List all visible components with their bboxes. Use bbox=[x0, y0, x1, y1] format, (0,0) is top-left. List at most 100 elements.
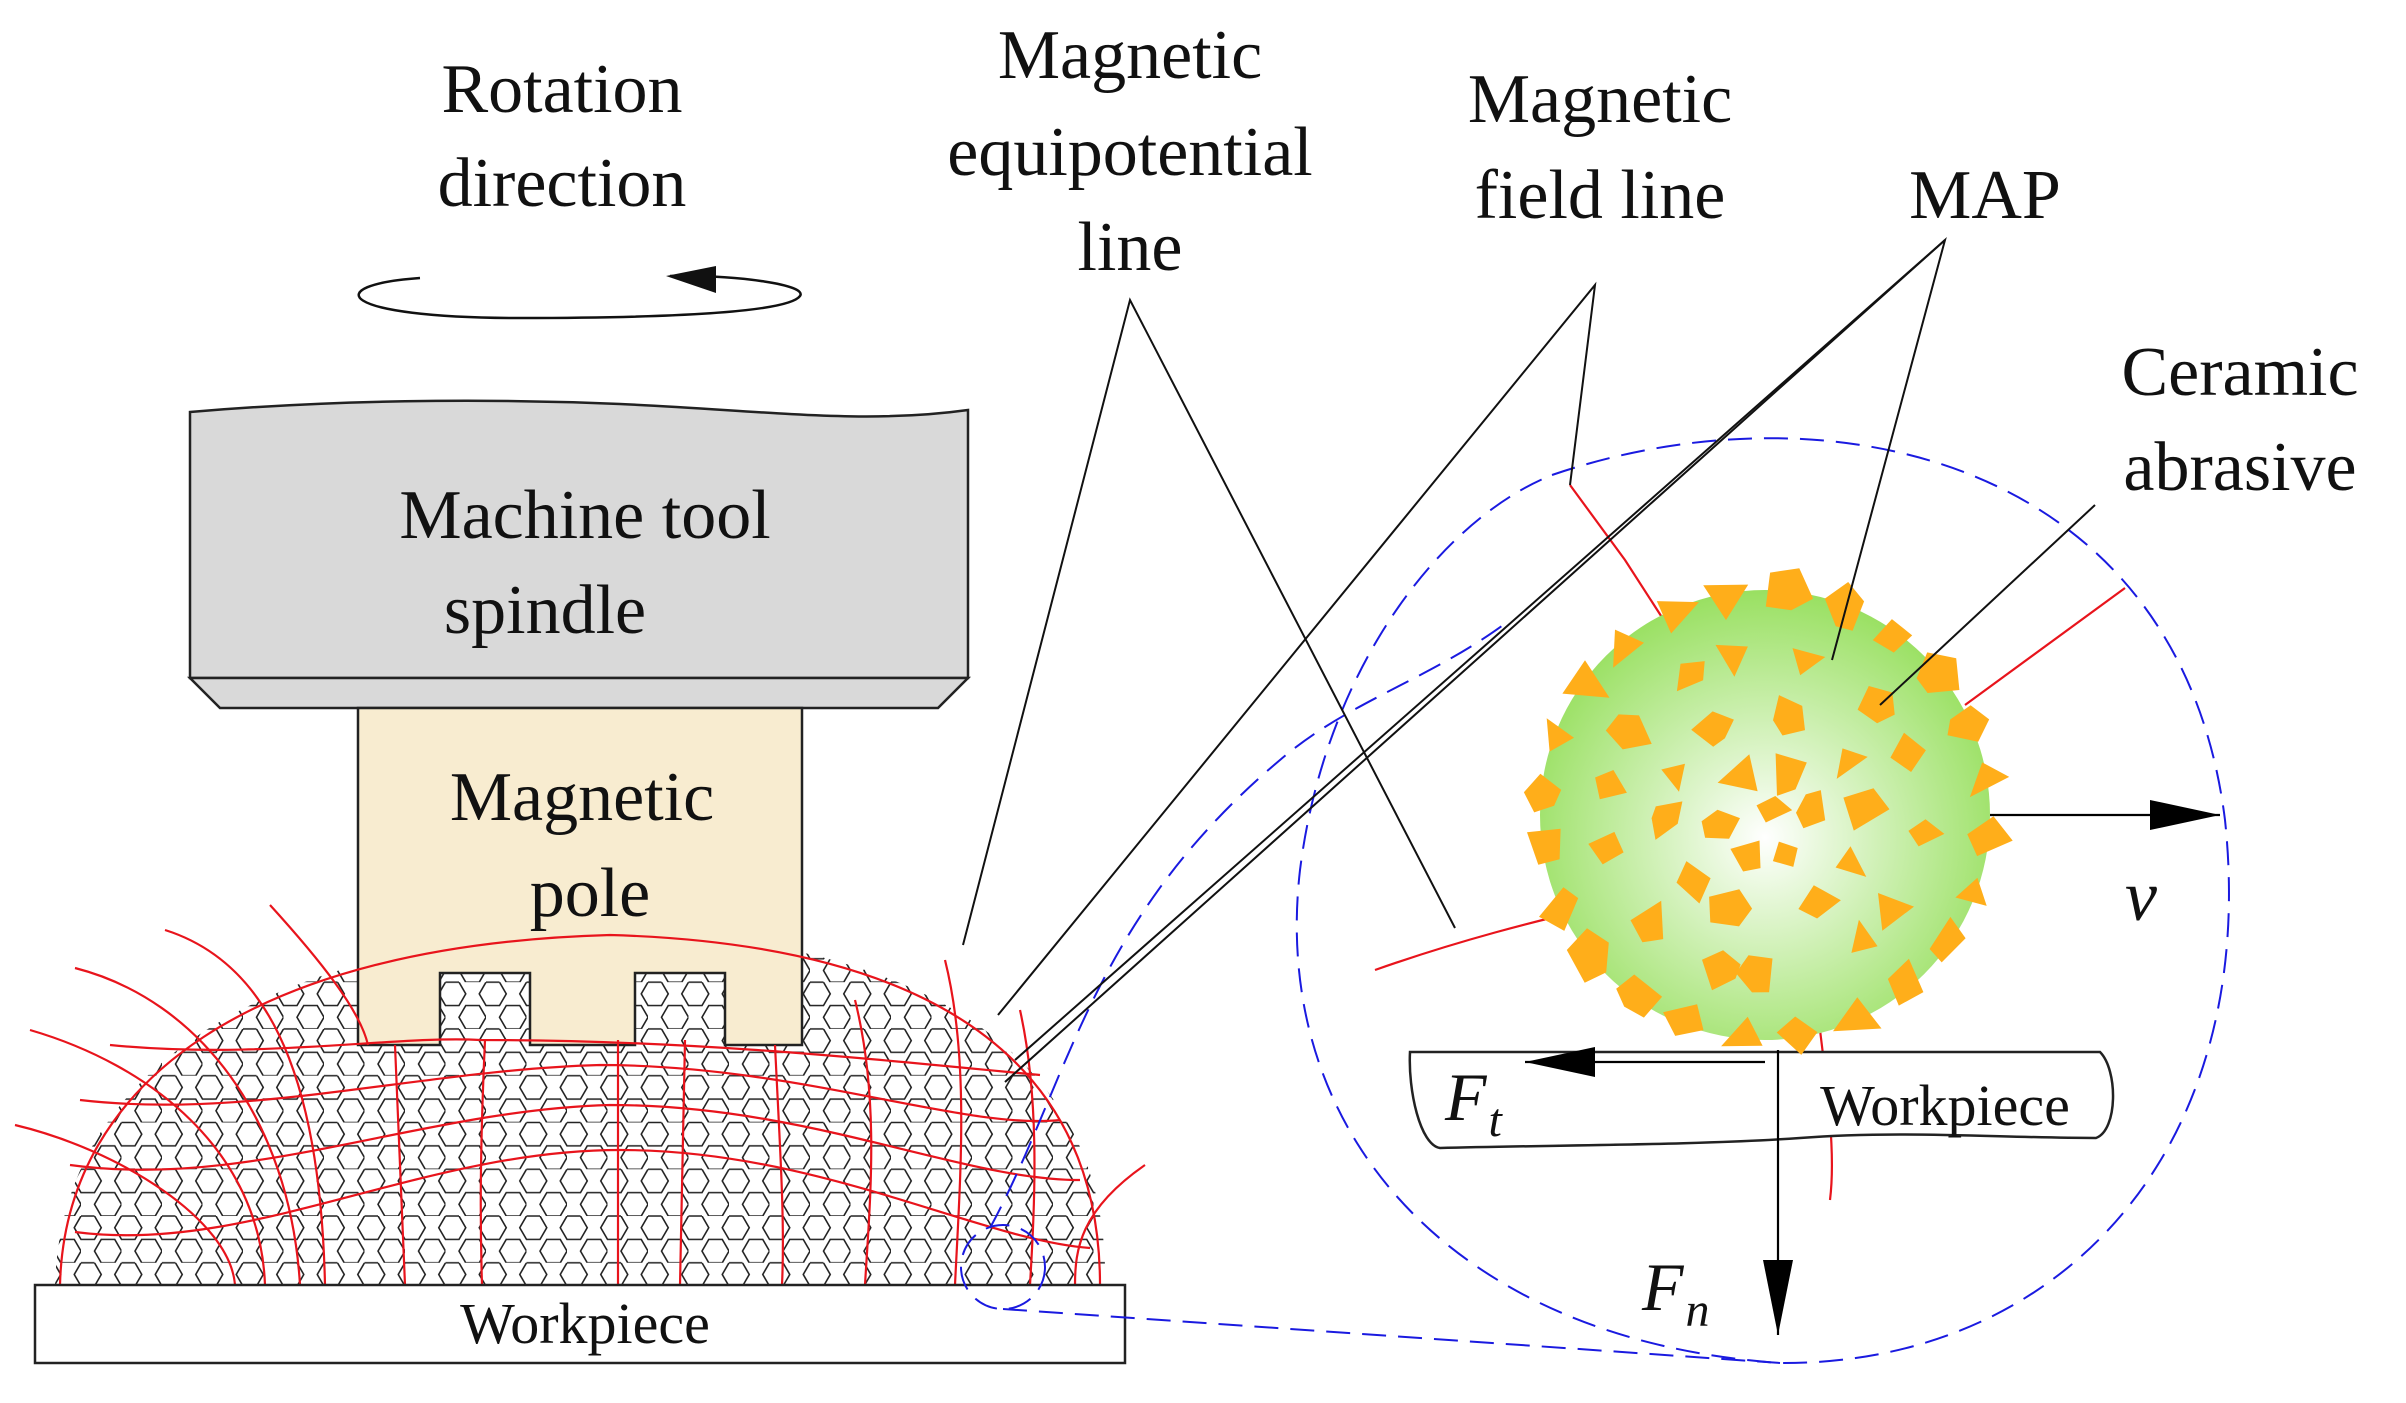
abrasive-grain bbox=[1833, 997, 1882, 1032]
field-line bbox=[14, 1123, 237, 1286]
detail-workpiece bbox=[1408, 1050, 2115, 1150]
abrasive-grain bbox=[1916, 652, 1960, 693]
abrasive-grain bbox=[1773, 695, 1805, 736]
abrasive-grain bbox=[1595, 770, 1627, 800]
velocity-arrow bbox=[1990, 800, 2220, 830]
leader-ceramic bbox=[1879, 504, 2096, 706]
abrasive-grain bbox=[1676, 861, 1711, 904]
abrasive-grain bbox=[1969, 762, 2010, 798]
ft-main: F bbox=[1444, 1059, 1488, 1135]
field-line bbox=[853, 999, 873, 1286]
abrasive-grain bbox=[1721, 1016, 1763, 1047]
equipotential-label-line1: Magnetic bbox=[998, 17, 1262, 94]
abrasive-grain bbox=[1663, 1004, 1704, 1036]
map-label: MAP bbox=[1909, 157, 2061, 234]
abrasive-grain bbox=[1908, 819, 1945, 847]
equipotential-line bbox=[69, 1103, 1081, 1182]
abrasive-grain bbox=[1798, 885, 1841, 919]
ceramic-abrasive-grains bbox=[1523, 568, 2013, 1055]
zoom-connector bbox=[960, 437, 2230, 1365]
abrasive-grain bbox=[1756, 796, 1793, 823]
workpiece-label-detail: Workpiece bbox=[1820, 1073, 2070, 1138]
abrasive-grain bbox=[1715, 644, 1748, 677]
abrasive-grain bbox=[1775, 753, 1807, 796]
abrasive-grain bbox=[1562, 660, 1610, 698]
abrasive-grain bbox=[1523, 773, 1562, 813]
rotation-label-line2: direction bbox=[438, 145, 687, 222]
abrasive-grain bbox=[1630, 900, 1664, 943]
field-line bbox=[29, 1028, 267, 1286]
leader-equipotential bbox=[962, 297, 1456, 946]
leader-field-line bbox=[997, 281, 1597, 1016]
detail-field-line bbox=[1964, 587, 2126, 706]
abrasive-grain bbox=[1703, 584, 1749, 621]
field-line bbox=[479, 1039, 487, 1286]
field-line bbox=[74, 966, 302, 1286]
leader-lines bbox=[962, 237, 2096, 1083]
machine-tool-spindle bbox=[186, 399, 972, 710]
field-line-label-line2: field line bbox=[1475, 157, 1726, 234]
fn-label: Fn bbox=[1641, 1249, 1710, 1337]
abrasive-grain bbox=[1651, 801, 1683, 840]
abrasive-grain bbox=[1796, 790, 1826, 829]
abrasive-grain bbox=[1843, 788, 1890, 831]
equipotential-line bbox=[109, 1038, 1041, 1077]
abrasive-grain bbox=[1857, 686, 1895, 724]
abrasive-grain bbox=[1656, 601, 1699, 634]
velocity-label: v bbox=[2125, 856, 2157, 936]
abrasive-grain bbox=[1691, 711, 1734, 747]
abrasive-grain bbox=[1851, 919, 1878, 953]
abrasive-grain bbox=[1676, 661, 1705, 692]
abrasive-grain bbox=[1701, 809, 1740, 839]
abrasive-grain bbox=[1709, 889, 1753, 927]
abrasive-grain bbox=[1765, 568, 1814, 611]
abrasive-grain bbox=[1539, 887, 1579, 931]
abrasive-grain bbox=[1836, 748, 1868, 779]
abrasive-grain bbox=[1717, 754, 1758, 792]
ceramic-label-line2: abrasive bbox=[2123, 429, 2356, 506]
rotation-label-line1: Rotation bbox=[441, 51, 682, 128]
equipotential-line bbox=[79, 1063, 1061, 1123]
abrasive-grain bbox=[1588, 831, 1624, 865]
field-line bbox=[393, 1044, 407, 1286]
fn-sub: n bbox=[1686, 1284, 1710, 1337]
tangential-force-arrow bbox=[1525, 1047, 1765, 1077]
equipotential-line-outer bbox=[58, 933, 1102, 1286]
abrasive-grain bbox=[1967, 816, 2013, 857]
fn-main: F bbox=[1641, 1249, 1685, 1325]
zoom-line-lower bbox=[1002, 1308, 1781, 1364]
normal-force-arrow bbox=[1763, 1050, 1793, 1335]
abrasive-grain bbox=[1735, 955, 1773, 993]
equipotential-line bbox=[74, 1148, 1091, 1250]
abrasive-grain bbox=[1887, 958, 1924, 1006]
workpiece-label-main: Workpiece bbox=[460, 1291, 710, 1356]
abrasive-grain bbox=[1566, 928, 1609, 983]
pole-label-line1: Magnetic bbox=[450, 759, 714, 836]
field-line bbox=[943, 959, 963, 1286]
large-detail-circle bbox=[1295, 437, 2230, 1365]
abrasive-grain bbox=[1772, 841, 1798, 867]
field-line-label-line1: Magnetic bbox=[1468, 61, 1732, 138]
spindle-label-line2: spindle bbox=[444, 572, 646, 649]
abrasive-grain bbox=[1613, 629, 1644, 668]
abrasive-grain bbox=[1776, 1016, 1818, 1055]
ft-label: Ft bbox=[1444, 1059, 1504, 1147]
field-line bbox=[164, 928, 327, 1286]
abrasive-grain bbox=[1929, 916, 1966, 963]
small-detail-circle bbox=[960, 1224, 1046, 1310]
zoom-line-upper bbox=[989, 619, 1511, 1229]
abrasive-grain bbox=[1546, 718, 1574, 752]
magnetic-abrasive-particle bbox=[1523, 568, 2013, 1055]
rotation-direction-arrow bbox=[357, 266, 802, 320]
spindle-label-line1: Machine tool bbox=[399, 477, 770, 554]
abrasive-grain bbox=[1890, 732, 1926, 772]
detail-field-line bbox=[1569, 484, 1666, 623]
pole-label-line2: pole bbox=[530, 855, 651, 932]
abrasive-grain bbox=[1702, 950, 1741, 991]
magnetic-lines bbox=[14, 904, 1146, 1286]
abrasive-grain bbox=[1605, 714, 1652, 750]
equipotential-label-line3: line bbox=[1078, 209, 1183, 286]
abrasive-grain bbox=[1835, 846, 1867, 877]
field-line bbox=[773, 1044, 784, 1286]
